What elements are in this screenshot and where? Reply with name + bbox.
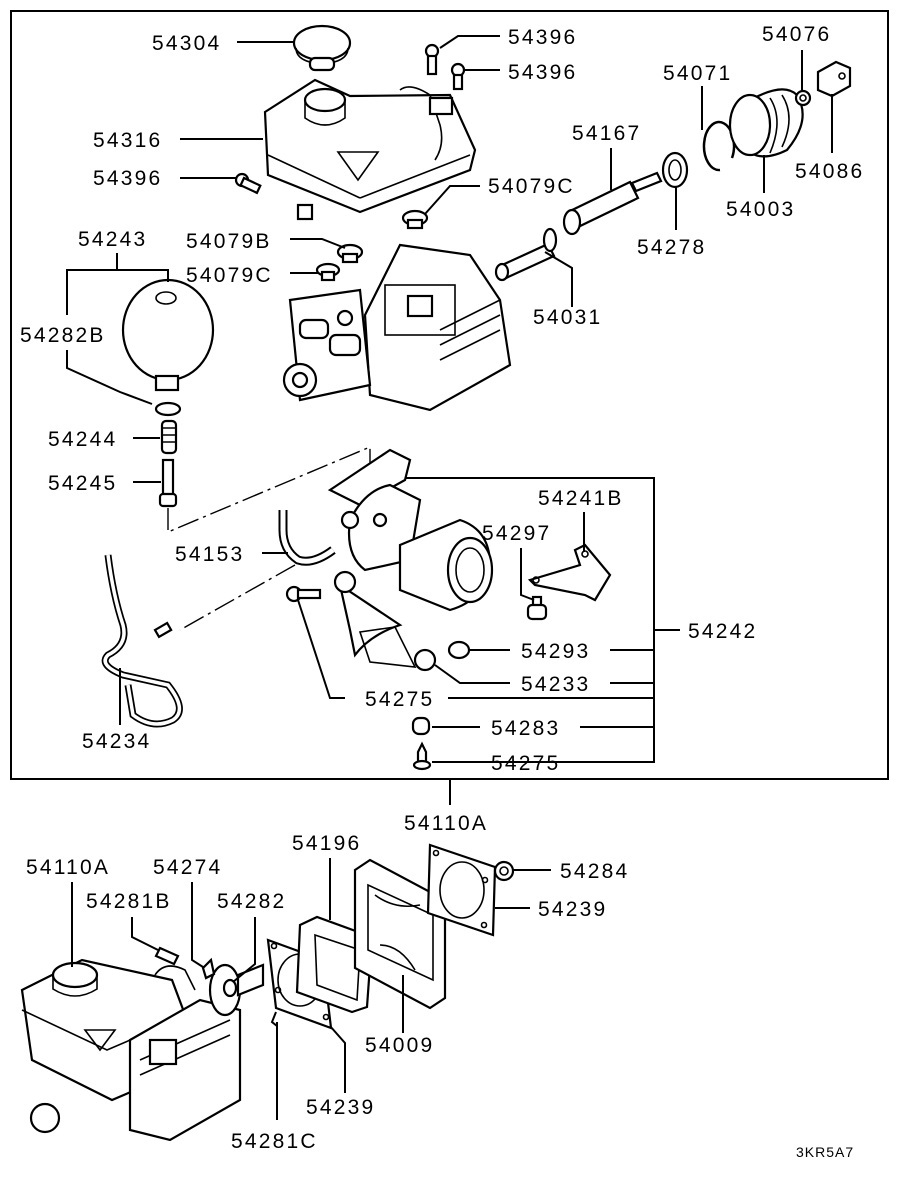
label-54245: 54245: [48, 472, 117, 495]
label-54283: 54283: [491, 717, 560, 740]
label-54396-2: 54396: [508, 61, 577, 84]
label-54278: 54278: [637, 236, 706, 259]
label-54396-3: 54396: [93, 167, 162, 190]
oring-part: [222, 978, 238, 998]
label-54009: 54009: [365, 1034, 434, 1057]
label-54234: 54234: [82, 730, 151, 753]
label-54282: 54282: [217, 890, 286, 913]
label-54079c-top: 54079C: [488, 175, 575, 198]
gasket-part: [426, 843, 497, 937]
boot-retainer-part: [794, 89, 812, 107]
bracket-part: [527, 543, 612, 602]
accumulator-oring-part: [154, 401, 182, 417]
leader-54281b: [131, 917, 159, 951]
hydraulic-unit-part: [282, 243, 512, 412]
label-54239-right: 54239: [538, 898, 607, 921]
reservoir-part: [263, 78, 477, 221]
label-54079c: 54079C: [186, 264, 273, 287]
label-54071: 54071: [663, 62, 732, 85]
label-54241b: 54241B: [538, 487, 624, 510]
label-54293: 54293: [521, 640, 590, 663]
leader-54239-left: [329, 1025, 346, 1093]
boot-part: [728, 88, 804, 158]
hose-part: [278, 510, 336, 566]
label-54079b: 54079B: [186, 230, 272, 253]
label-54244: 54244: [48, 428, 117, 451]
insulator-part: [353, 858, 447, 1010]
label-54275-2: 54275: [491, 752, 560, 775]
label-54153: 54153: [175, 543, 244, 566]
label-54316: 54316: [93, 129, 162, 152]
reference-code: 3KR5A7: [796, 1144, 854, 1160]
label-54110a-bottom: 54110A: [26, 856, 110, 879]
packing-part: [201, 957, 216, 980]
label-54297: 54297: [482, 522, 551, 545]
nut-gasket-part: [493, 860, 515, 882]
label-54243: 54243: [78, 228, 147, 251]
leader-54282b: [66, 350, 153, 405]
pin-part: [270, 1011, 278, 1027]
screw-part: [412, 741, 432, 771]
label-54304: 54304: [152, 32, 221, 55]
label-54396-1: 54396: [508, 26, 577, 49]
label-54110a-top: 54110A: [404, 812, 488, 835]
label-54233: 54233: [521, 673, 590, 696]
leader-54274: [191, 882, 204, 968]
label-54076: 54076: [762, 23, 831, 46]
leader-54031: [544, 251, 573, 307]
label-54284: 54284: [560, 860, 629, 883]
label-54239-left: 54239: [306, 1096, 375, 1119]
push-rod-sleeve-part: [562, 171, 663, 236]
leader-54275-1-a: [297, 599, 345, 699]
seal-part: [661, 151, 689, 189]
label-54274: 54274: [153, 856, 222, 879]
leader-54297: [520, 548, 535, 601]
assembly-centerline: [167, 445, 371, 534]
leader-54243-a: [66, 253, 118, 315]
pipe-centerline: [179, 564, 296, 631]
label-54281c: 54281C: [231, 1130, 318, 1153]
leader-54282: [232, 917, 256, 983]
leader-54079c-top: [424, 185, 480, 215]
label-54167: 54167: [572, 122, 641, 145]
leader-54079b: [290, 238, 346, 249]
label-54196: 54196: [292, 832, 361, 855]
spring-part: [160, 419, 178, 455]
label-54275-1: 54275: [365, 688, 434, 711]
pump-motor-part: [327, 448, 494, 612]
reservoir-cap-part: [292, 24, 352, 72]
pipe-part: [101, 554, 183, 728]
bleeder-part: [526, 595, 548, 621]
pin-part: [154, 946, 180, 966]
screw-part: [285, 585, 322, 603]
nut-part: [411, 716, 431, 736]
label-54003: 54003: [726, 198, 795, 221]
leader-54243-b: [117, 269, 169, 282]
accumulator-part: [121, 278, 215, 392]
screw-part: [234, 43, 466, 195]
pump-assembly-bracket: [405, 477, 655, 763]
leader-54233-a: [434, 664, 510, 684]
clip-part: [447, 640, 471, 660]
assembly-overview-part: [20, 958, 265, 1142]
pipe-clamp-part: [333, 570, 437, 672]
bolt-part: [158, 458, 178, 508]
label-54281b: 54281B: [86, 890, 172, 913]
label-54086: 54086: [795, 160, 864, 183]
spacer-part: [295, 915, 374, 1014]
label-54282b: 54282B: [20, 324, 106, 347]
push-rod-part: [494, 227, 558, 282]
leader-54396-1: [439, 35, 500, 49]
label-54242: 54242: [688, 620, 757, 643]
clevis-part: [816, 60, 852, 98]
label-54031: 54031: [533, 306, 602, 329]
